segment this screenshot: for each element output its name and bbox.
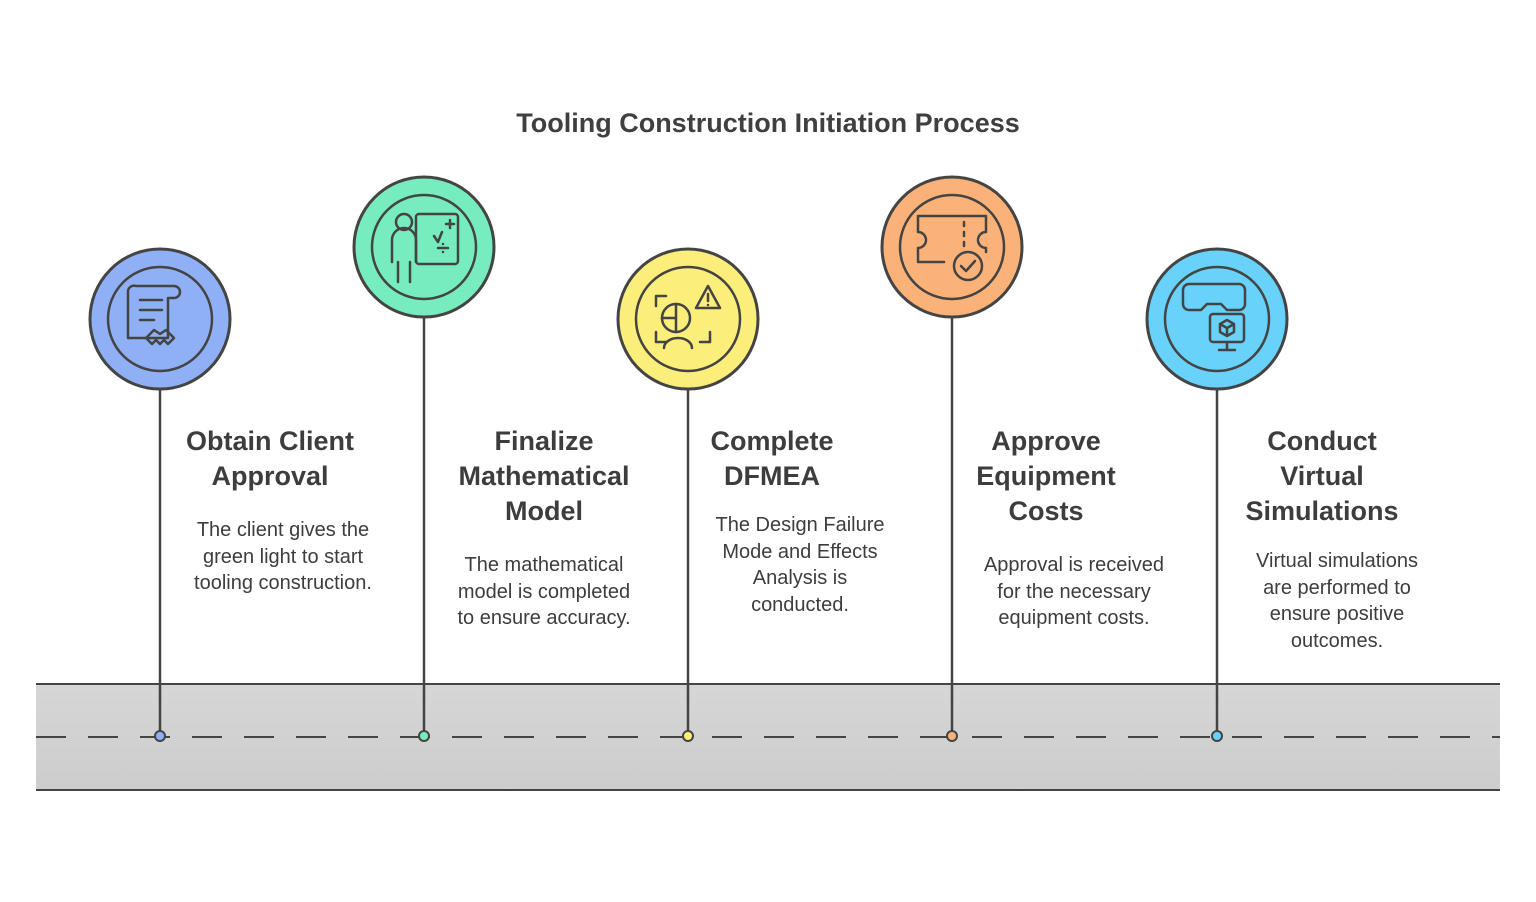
page-title: Tooling Construction Initiation Process: [516, 108, 1020, 138]
step-title-4: Approve Equipment Costs: [976, 426, 1116, 526]
step-title-5: Conduct Virtual Simulations: [1245, 426, 1399, 526]
ticket-approved-icon: [916, 214, 988, 282]
anchor-dot-3: [682, 730, 694, 742]
anchor-dot-1: [154, 730, 166, 742]
step-desc-1: The client gives the green light to star…: [194, 519, 372, 594]
step-desc-3: The Design Failure Mode and Effects Anal…: [715, 514, 885, 616]
anchor-dot-2: [418, 730, 430, 742]
step-circle-1: [88, 247, 232, 391]
step-title-1: Obtain Client Approval: [186, 426, 354, 491]
step-circle-5: [1145, 247, 1289, 391]
step-desc-2: The mathematical model is completed to e…: [457, 554, 631, 629]
contract-handshake-icon: [126, 284, 182, 346]
step-circle-4: [880, 175, 1024, 319]
step-title-2: Finalize Mathematical Model: [458, 426, 630, 526]
step-title-3: Complete DFMEA: [710, 426, 834, 491]
risk-analysis-warning-icon: [654, 284, 722, 350]
teacher-math-board-icon: [390, 212, 460, 284]
anchor-dot-5: [1211, 730, 1223, 742]
step-desc-4: Approval is received for the necessary e…: [983, 554, 1165, 629]
step-desc-5: Virtual simulations are performed to ens…: [1256, 550, 1418, 652]
anchor-dot-4: [946, 730, 958, 742]
vr-headset-monitor-icon: [1181, 282, 1247, 352]
step-circle-3: [616, 247, 760, 391]
step-circle-2: [352, 175, 496, 319]
